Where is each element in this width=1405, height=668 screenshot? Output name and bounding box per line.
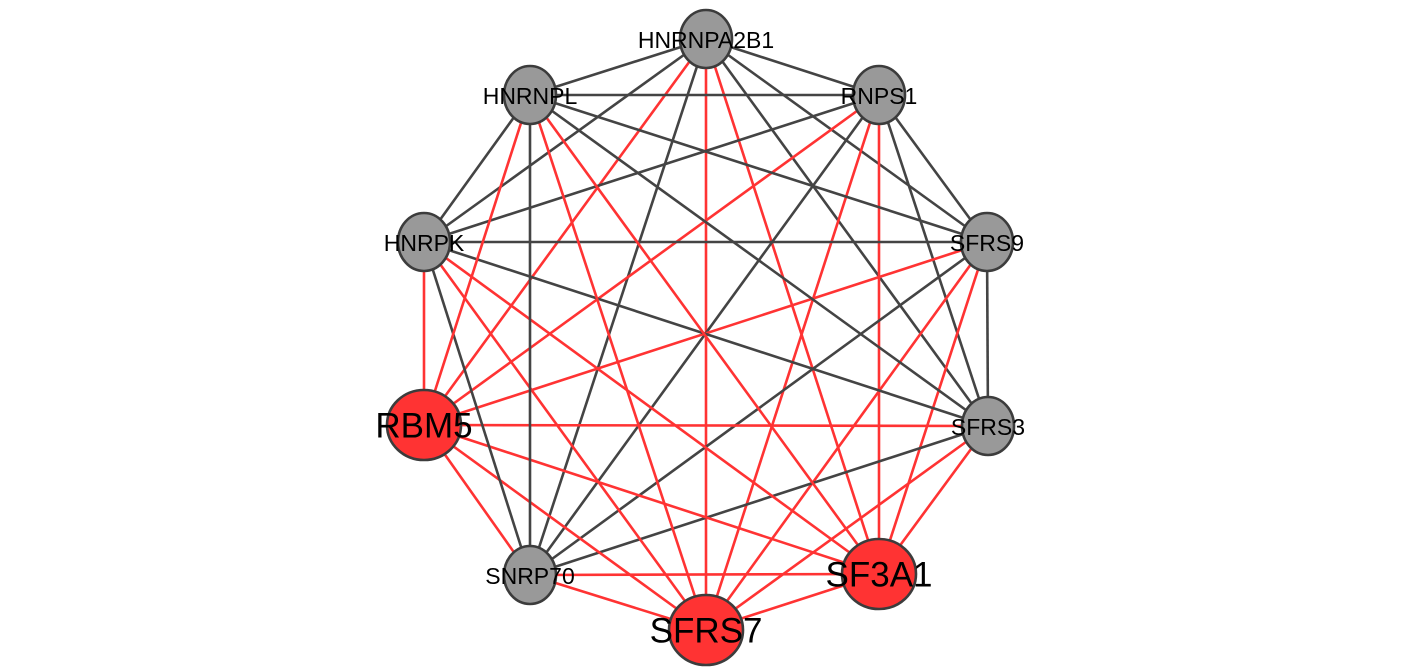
node-layer (385, 8, 1016, 667)
edge-sf3a1-hnrpk (423, 240, 880, 576)
node-hnrpk[interactable] (396, 211, 452, 273)
node-label-rbm5: RBM5 (375, 407, 472, 446)
edge-sfrs9-sfrs3 (985, 241, 990, 427)
edge-rnps1-sfrs9 (877, 94, 989, 243)
edge-sfrs3-rbm5 (423, 423, 989, 428)
node-label-rnps1: RNPS1 (841, 83, 918, 109)
edge-sf3a1-snrp70 (529, 572, 880, 577)
node-hnrnpl[interactable] (502, 64, 558, 126)
node-label-sfrs7: SFRS7 (650, 612, 763, 651)
edge-sfrs9-hnrnpl (529, 93, 988, 244)
node-label-hnrnpl: HNRNPL (483, 83, 578, 109)
edge-sfrs7-rbm5 (423, 423, 707, 632)
node-rnps1[interactable] (851, 64, 907, 126)
edge-hnrnpa2b1-snrp70 (528, 38, 708, 576)
node-label-sfrs3: SFRS3 (951, 414, 1025, 440)
edge-sfrs9-sfrs7 (704, 241, 989, 631)
edge-sfrs3-hnrpk (423, 240, 989, 428)
edge-hnrpk-hnrnpl (422, 94, 532, 243)
node-rbm5[interactable] (385, 388, 463, 462)
node-hnrnpa2b1[interactable] (678, 8, 734, 70)
edge-sfrs7-hnrpk (422, 241, 708, 631)
node-label-snrp70: SNRP70 (485, 563, 574, 589)
edge-hnrnpa2b1-sfrs3 (704, 38, 990, 427)
edge-rbm5-hnrnpl (422, 94, 532, 426)
edge-hnrnpa2b1-rnps1 (705, 37, 880, 97)
node-sf3a1[interactable] (840, 537, 918, 611)
node-snrp70[interactable] (502, 544, 558, 606)
node-sfrs7[interactable] (667, 593, 745, 667)
edge-rnps1-hnrpk (423, 93, 880, 244)
edge-snrp70-hnrpk (422, 241, 532, 576)
edge-hnrnpa2b1-hnrpk (423, 37, 707, 244)
edge-hnrnpa2b1-hnrnpl (529, 37, 707, 97)
edge-sfrs3-snrp70 (529, 424, 989, 577)
node-label-hnrnpa2b1: HNRNPA2B1 (638, 27, 774, 53)
edge-hnrnpa2b1-rbm5 (422, 38, 708, 426)
edge-sf3a1-hnrnpl (528, 94, 881, 575)
edge-sfrs3-hnrnpl (529, 93, 989, 428)
edge-sf3a1-rbm5 (423, 423, 880, 576)
node-label-sf3a1: SF3A1 (826, 556, 933, 595)
node-label-hnrpk: HNRPK (384, 230, 465, 256)
node-label-sfrs9: SFRS9 (950, 230, 1024, 256)
node-sfrs3[interactable] (960, 395, 1016, 457)
edge-layer (422, 37, 990, 632)
edge-sfrs7-hnrnpl (528, 94, 708, 631)
node-sfrs9[interactable] (959, 211, 1015, 273)
